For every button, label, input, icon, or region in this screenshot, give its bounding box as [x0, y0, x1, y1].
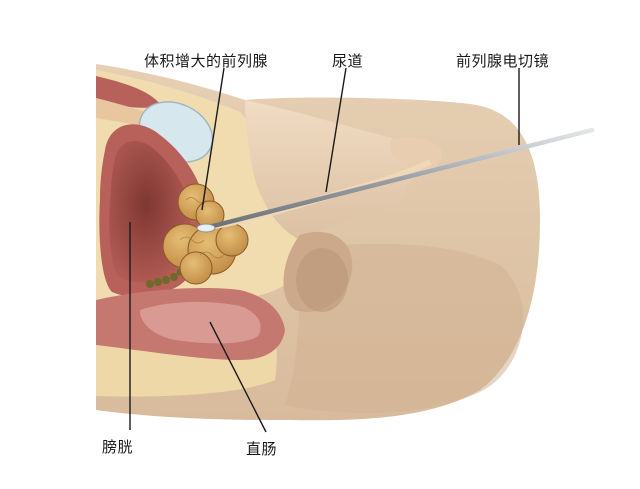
resectoscope-tip: [196, 223, 216, 233]
label-bladder: 膀胱: [102, 438, 134, 456]
label-resectoscope: 前列腺电切镜: [456, 52, 550, 70]
leader-rectum: [209, 321, 267, 433]
label-rectum: 直肠: [246, 440, 278, 458]
resectoscope-shaft: [202, 127, 595, 231]
leader-lines: [129, 67, 520, 433]
label-enlarged-prostate: 体积增大的前列腺: [144, 52, 269, 70]
enlarged-prostate: [162, 183, 249, 285]
leader-prostate: [201, 67, 225, 211]
leader-urethra: [325, 67, 347, 193]
rectum-lumen: [140, 301, 261, 344]
label-urethra: 尿道: [332, 52, 364, 70]
abdominal-wall: [96, 76, 160, 108]
